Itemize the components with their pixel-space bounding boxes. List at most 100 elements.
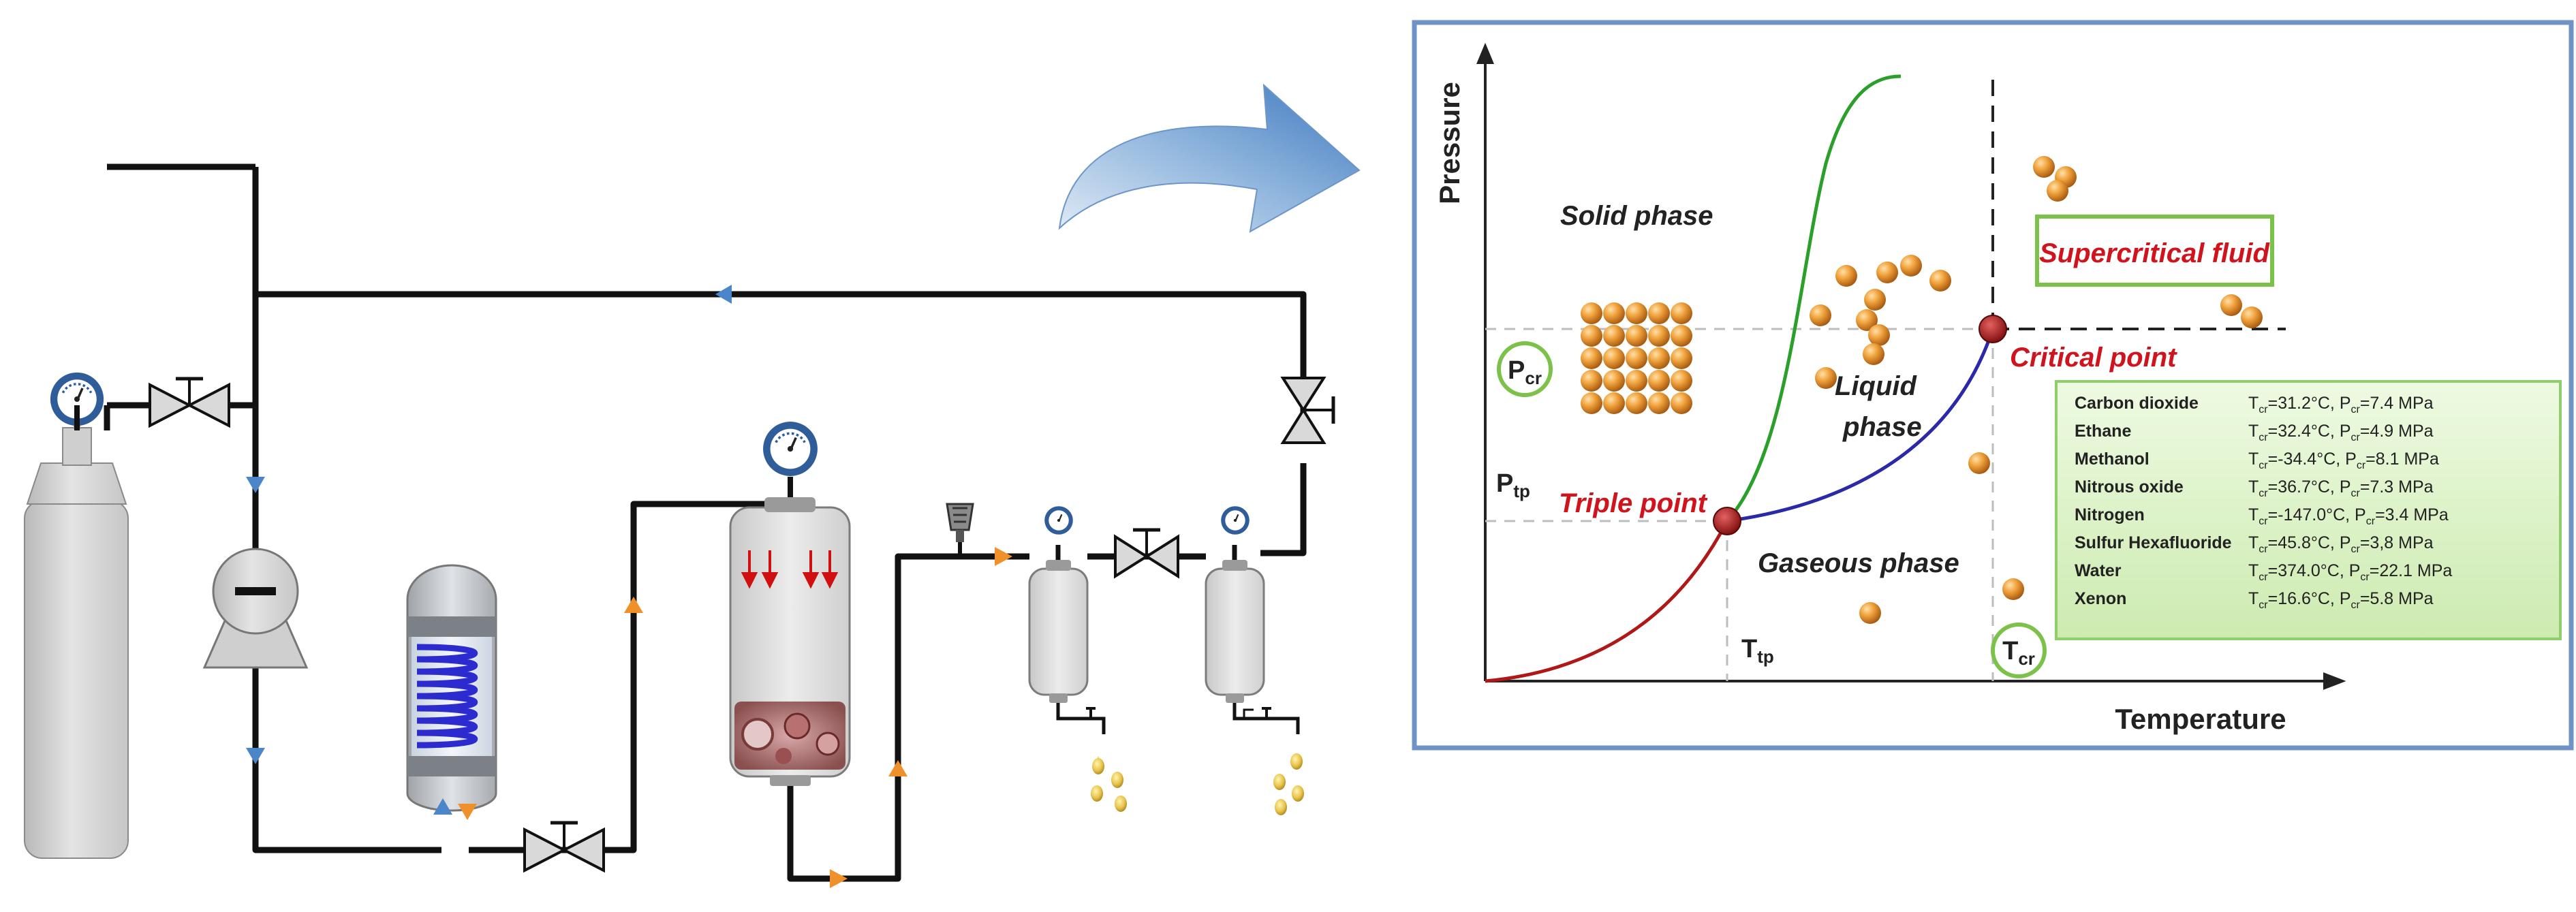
table-row-critical-values: Tcr=16.6°C, Pcr=5.8 MPa xyxy=(2248,589,2434,611)
molecule-sphere xyxy=(1648,392,1670,414)
supercritical-fluid-box xyxy=(2035,215,2274,287)
flow-arrow-icon xyxy=(624,597,643,613)
triple-point-marker xyxy=(1713,507,1741,535)
molecule-sphere xyxy=(1648,325,1670,347)
flow-arrow-icon xyxy=(830,869,848,888)
guide-lines xyxy=(1485,78,2286,681)
molecule-sphere xyxy=(1810,304,1831,326)
liquid-phase-label-line1: Liquid xyxy=(1835,371,1918,401)
table-row-substance: Nitrogen xyxy=(2075,505,2145,524)
molecule-sphere xyxy=(1626,302,1647,324)
table-row-critical-values: Tcr=32.4°C, Pcr=4.9 MPa xyxy=(2248,422,2434,443)
separator-valve-icon xyxy=(1087,528,1206,579)
t-cr-circle xyxy=(1991,623,2047,678)
melting-curve xyxy=(1726,74,1902,522)
vessel-pressure-gauge-icon xyxy=(762,420,819,477)
molecule-sphere xyxy=(1671,347,1692,369)
molecule-sphere xyxy=(1626,370,1647,392)
heating-coil xyxy=(416,644,478,749)
molecule-sphere xyxy=(1856,309,1878,331)
process-flow-diagram xyxy=(24,83,1361,888)
molecule-sphere xyxy=(1581,392,1602,414)
molecule-sphere xyxy=(1626,392,1647,414)
molecule-sphere xyxy=(1835,265,1857,287)
critical-point-marker xyxy=(1978,315,2007,343)
molecule-sphere xyxy=(1900,255,1922,277)
t-tp-sub: tp xyxy=(1757,646,1774,667)
p-cr-sub: cr xyxy=(1525,368,1542,388)
extractor-inlet-valve-icon xyxy=(523,821,605,873)
table-row-substance: Methanol xyxy=(2075,450,2150,469)
molecule-sphere xyxy=(2047,180,2068,202)
flow-arrow-icon xyxy=(246,477,265,493)
molecule-sphere xyxy=(2241,306,2263,328)
molecule-sphere xyxy=(1603,325,1625,347)
p-tp-main: P xyxy=(1496,469,1513,498)
p-cr-circle xyxy=(1497,341,1553,397)
molecule-sphere xyxy=(1671,370,1692,392)
table-row-critical-values: Tcr=-34.4°C, Pcr=8.1 MPa xyxy=(2248,450,2439,471)
liquid-phase-label-line2: phase xyxy=(1842,412,1922,442)
triple-point-label: Triple point xyxy=(1559,488,1708,518)
molecule-sphere xyxy=(1671,302,1692,324)
molecule-sphere xyxy=(1603,302,1625,324)
separator-1-gauge-icon xyxy=(1044,505,1074,535)
t-cr-main: T xyxy=(2002,637,2018,665)
molecule-sphere xyxy=(1671,325,1692,347)
co2-pump-icon xyxy=(202,548,309,669)
flow-arrow-icon xyxy=(246,748,265,764)
molecule-sphere xyxy=(1626,325,1647,347)
heat-exchanger-icon xyxy=(406,564,497,812)
axes xyxy=(1476,42,2346,690)
separator-vessel-2 xyxy=(1205,505,1300,734)
flow-arrow-icon xyxy=(995,547,1012,566)
table-row-critical-values: Tcr=45.8°C, Pcr=3,8 MPa xyxy=(2248,533,2434,555)
molecule-sphere xyxy=(1815,367,1837,389)
table-row-critical-values: Tcr=31.2°C, Pcr=7.4 MPa xyxy=(2248,394,2434,415)
critical-point-label: Critical point xyxy=(2010,343,2177,373)
zoom-arrow-icon xyxy=(1058,83,1361,233)
recycle-valve-icon xyxy=(1280,377,1335,463)
table-row-substance: Sulfur Hexafluoride xyxy=(2075,533,2232,552)
molecule-sphere xyxy=(2220,294,2242,316)
p-cr-main: P xyxy=(1508,356,1525,385)
molecule-sphere xyxy=(1859,602,1881,624)
molecule-sphere xyxy=(1648,302,1670,324)
inlet-valve-icon xyxy=(107,377,255,428)
table-row-critical-values: Tcr=374.0°C, Pcr=22.1 MPa xyxy=(2248,561,2452,583)
molecule-sphere xyxy=(1581,347,1602,369)
molecule-sphere xyxy=(1581,325,1602,347)
svg-text:Pcr: Pcr xyxy=(1508,356,1542,388)
molecule-sphere xyxy=(1671,392,1692,414)
svg-text:Ttp: Ttp xyxy=(1741,635,1774,667)
piping xyxy=(107,163,1307,882)
flow-arrow-icon xyxy=(888,760,907,776)
molecule-sphere xyxy=(1603,370,1625,392)
gaseous-phase-label: Gaseous phase xyxy=(1758,548,1959,578)
flow-arrow-icon xyxy=(458,804,477,820)
molecule-sphere xyxy=(2002,578,2024,600)
molecule-sphere xyxy=(1648,347,1670,369)
molecule-sphere xyxy=(1968,452,1990,474)
t-cr-sub: cr xyxy=(2018,648,2035,669)
molecule-sphere xyxy=(1581,302,1602,324)
molecule-sphere xyxy=(2033,156,2055,178)
molecule-sphere xyxy=(1603,347,1625,369)
molecule-sphere xyxy=(1648,370,1670,392)
table-row-substance: Nitrous oxide xyxy=(2075,477,2184,497)
flow-arrows xyxy=(246,285,1012,888)
co2-gas-cylinder xyxy=(24,371,129,859)
extract-drops-1 xyxy=(1091,756,1127,812)
molecule-sphere xyxy=(1603,392,1625,414)
phase-diagram-panel: Pressure Temperature Solid phase Liquid … xyxy=(1412,20,2574,751)
vaporization-curve xyxy=(1726,328,1995,523)
molecule-spheres xyxy=(1581,156,2263,631)
molecule-sphere xyxy=(1863,343,1884,365)
extract-drops-2 xyxy=(1273,753,1304,815)
flow-arrow-icon xyxy=(433,798,452,815)
table-row-substance: Carbon dioxide xyxy=(2075,394,2199,413)
table-row-substance: Xenon xyxy=(2075,589,2126,608)
molecule-sphere xyxy=(1864,289,1886,311)
